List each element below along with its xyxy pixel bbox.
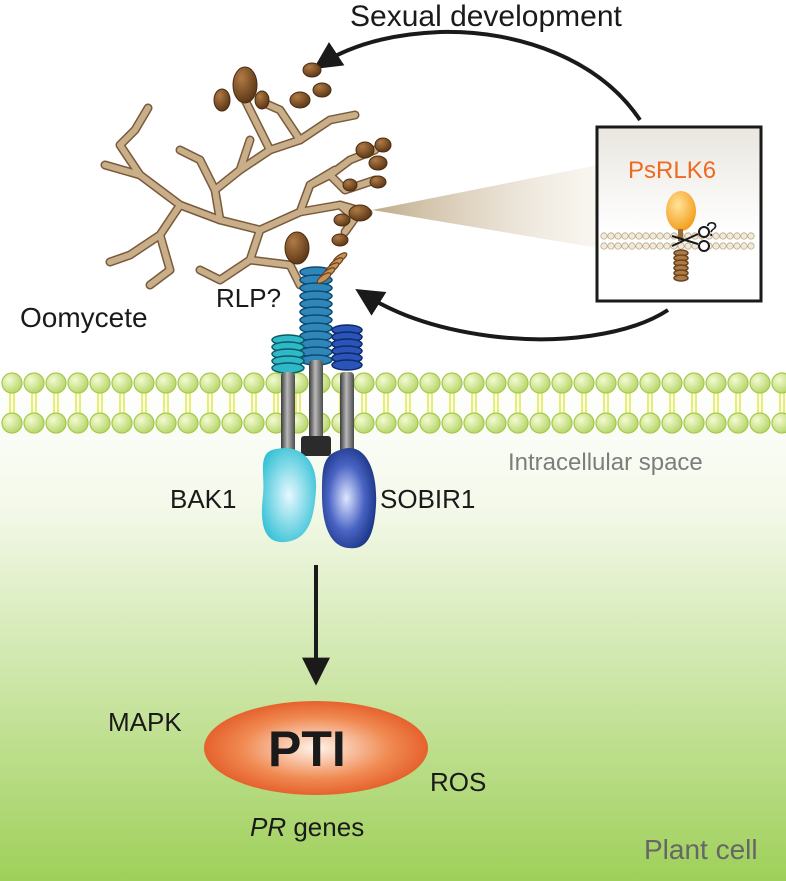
rlp-transmembrane-rod <box>309 360 323 440</box>
psrlk6-stalk <box>678 229 683 241</box>
psrlk6-ectodomain <box>666 191 696 231</box>
sporangia <box>213 62 392 265</box>
bak1-kinase-domain <box>261 448 317 543</box>
rlp-label: RLP? <box>216 283 282 313</box>
sexual-development-label: Sexual development <box>350 0 622 33</box>
plasma-membrane <box>1 372 786 434</box>
sobir1-ectodomain-coil <box>331 324 363 371</box>
oomycete-label: Oomycete <box>20 302 148 333</box>
pti-ellipse <box>204 701 428 795</box>
bak1-transmembrane-rod <box>281 372 295 454</box>
plant-cell-label: Plant cell <box>644 834 758 865</box>
oomycete-hypha-fill <box>102 97 378 288</box>
bak1-label: BAK1 <box>170 484 237 514</box>
rlp-ectodomain-coil <box>299 266 333 366</box>
bak1-ectodomain-coil <box>271 334 305 374</box>
scissors-question-label: ? <box>706 219 718 241</box>
rlp-cytoplasmic-tail <box>301 436 331 456</box>
inset-membrane <box>600 232 755 250</box>
genes-text: genes <box>286 812 365 842</box>
sexual-development-arrow <box>313 29 642 122</box>
plant-cell-region <box>0 380 786 881</box>
intracellular-space-label: Intracellular space <box>508 449 703 476</box>
psrlk6-label: PsRLK6 <box>628 157 717 184</box>
ligand-coil <box>316 252 348 284</box>
scissors-icon <box>671 226 710 252</box>
zoom-beam <box>372 165 598 248</box>
psrlk6-kinase-coil <box>673 249 689 282</box>
mapk-label: MAPK <box>108 707 182 737</box>
ros-label: ROS <box>430 767 487 797</box>
recognition-arrow <box>355 289 670 342</box>
pti-label: PTI <box>268 721 346 777</box>
pr-gene-italic: PR <box>250 812 287 842</box>
pr-genes-label: PR genes <box>250 812 364 843</box>
sobir1-transmembrane-rod <box>340 372 354 454</box>
sobir1-kinase-domain <box>322 448 377 549</box>
sobir1-label: SOBIR1 <box>380 484 476 514</box>
oomycete-mycelium <box>100 95 380 290</box>
